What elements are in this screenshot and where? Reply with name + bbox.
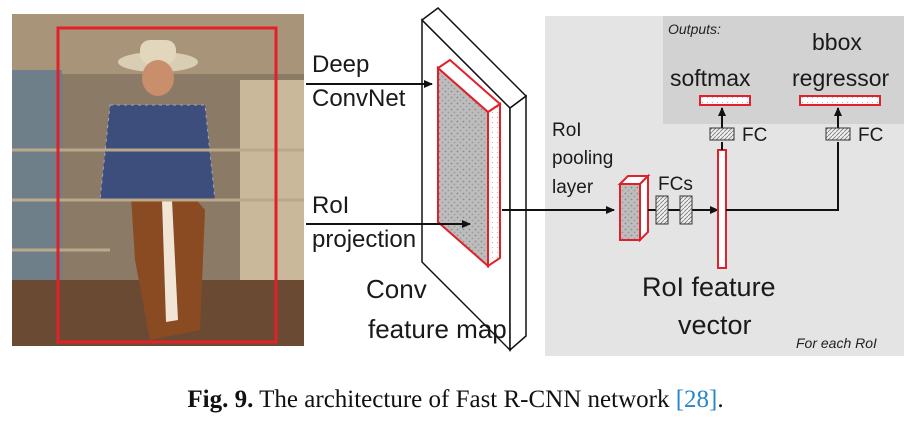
roi-feature-vector [717, 149, 727, 269]
label-roi-feature: RoI feature [642, 272, 776, 302]
fc-softmax [709, 127, 735, 141]
label-bbox: bbox [812, 29, 862, 55]
roi-pooling-block [617, 173, 651, 243]
conv-feature-map [420, 7, 528, 352]
label-convnet: ConvNet [312, 85, 406, 112]
label-deep: Deep [312, 51, 369, 78]
label-outputs: Outputs: [668, 21, 721, 37]
label-for-each-roi: For each RoI [796, 335, 877, 351]
branch-to-bbox [726, 142, 839, 211]
fc-layer-1 [655, 195, 669, 225]
fc-bbox [825, 127, 851, 141]
label-roi: RoI [312, 192, 349, 219]
softmax-output-bar [699, 95, 751, 106]
fc-layer-2 [679, 195, 693, 225]
label-fcs: FCs [658, 174, 693, 195]
label-projection: projection [312, 226, 416, 253]
label-fc-right: FC [858, 125, 883, 146]
label-feature-map: feature map [368, 314, 507, 344]
label-fc-left: FC [742, 125, 767, 146]
caption-reference-link[interactable]: [28] [675, 386, 718, 413]
label-roi-pooling-2: pooling [552, 148, 613, 169]
label-regressor: regressor [792, 65, 889, 91]
roi-bounding-box [56, 26, 278, 344]
caption-end: . [717, 386, 724, 413]
caption-fig-label: Fig. 9. [187, 386, 254, 413]
label-roi-pooling-3: layer [552, 177, 594, 198]
label-softmax: softmax [670, 65, 751, 91]
label-roi-pooling-1: RoI [552, 120, 582, 141]
label-conv: Conv [366, 274, 427, 304]
bbox-output-bar [799, 95, 881, 106]
label-vector: vector [678, 310, 752, 340]
caption-text: The architecture of Fast R-CNN network [259, 386, 670, 413]
figure-caption: Fig. 9. The architecture of Fast R-CNN n… [0, 386, 911, 414]
input-photo [12, 14, 304, 346]
